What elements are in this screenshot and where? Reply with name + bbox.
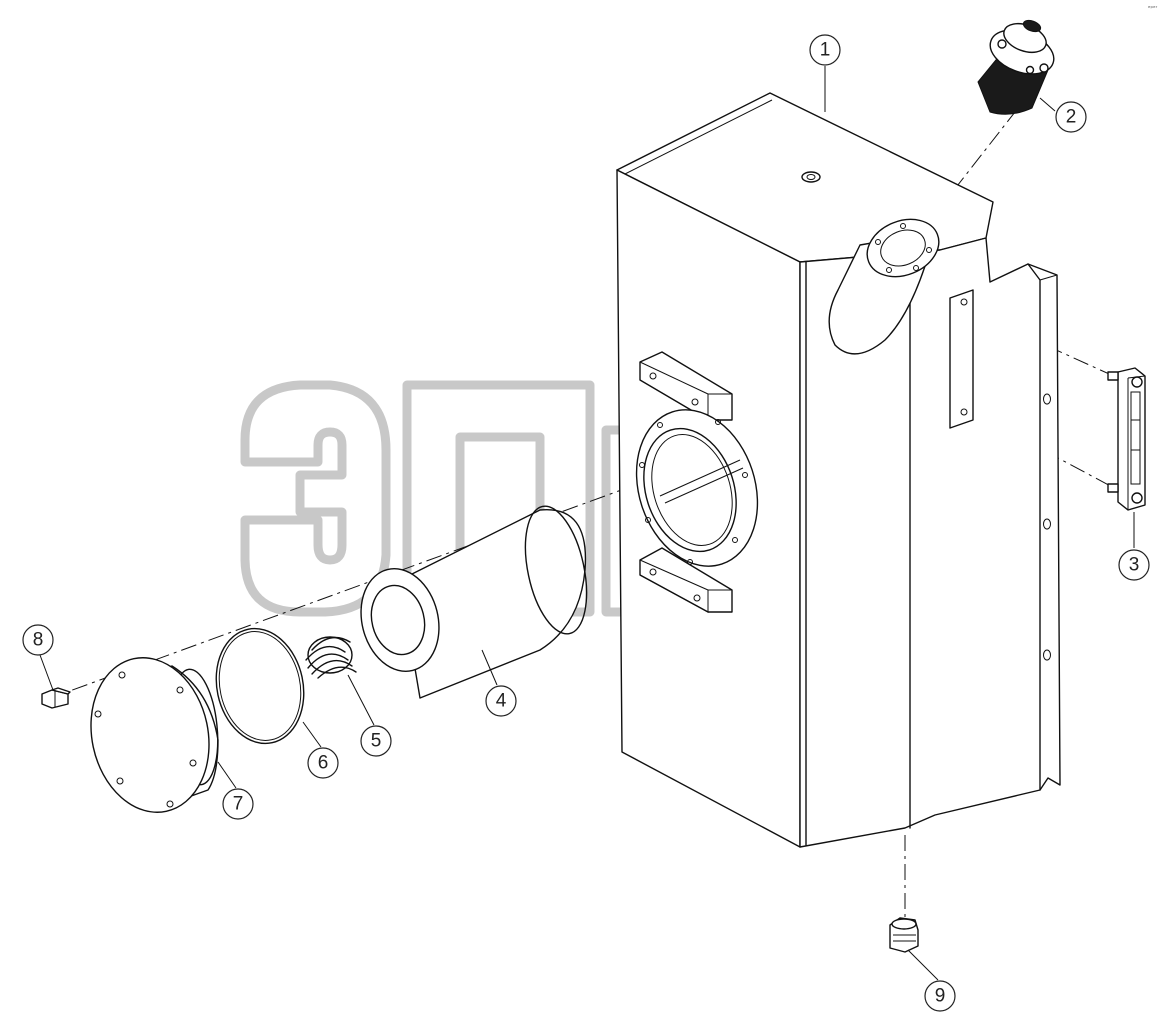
callout-3: 3 xyxy=(1118,549,1150,581)
callout-9: 9 xyxy=(924,980,956,1012)
filter-cover xyxy=(90,657,219,813)
callout-7: 7 xyxy=(222,788,254,820)
callout-7-label: 7 xyxy=(233,794,244,815)
callout-4: 4 xyxy=(485,685,517,717)
callout-9-label: 9 xyxy=(935,986,946,1007)
callout-8-label: 8 xyxy=(33,630,44,651)
callout-2: 2 xyxy=(1055,101,1087,133)
leader-lines xyxy=(39,66,1135,981)
callout-5: 5 xyxy=(360,725,392,757)
callout-1: 1 xyxy=(809,34,841,66)
callout-8: 8 xyxy=(22,624,54,656)
callout-5-label: 5 xyxy=(371,731,382,752)
callout-6-label: 6 xyxy=(318,753,329,774)
callout-2-label: 2 xyxy=(1066,107,1077,128)
breather-cap xyxy=(977,19,1055,115)
o-ring xyxy=(215,627,305,745)
bolt xyxy=(41,687,71,709)
corner-mark: ᵉᵖᵉʳ xyxy=(1148,5,1158,12)
spring xyxy=(305,636,357,679)
drain-plug xyxy=(889,917,919,953)
callout-1-label: 1 xyxy=(820,40,831,61)
callout-4-label: 4 xyxy=(496,691,507,712)
filter-element xyxy=(360,505,588,699)
sight-glass xyxy=(1107,367,1146,511)
callout-3-label: 3 xyxy=(1129,555,1140,576)
tank-body xyxy=(616,92,1061,848)
callout-6: 6 xyxy=(307,747,339,779)
